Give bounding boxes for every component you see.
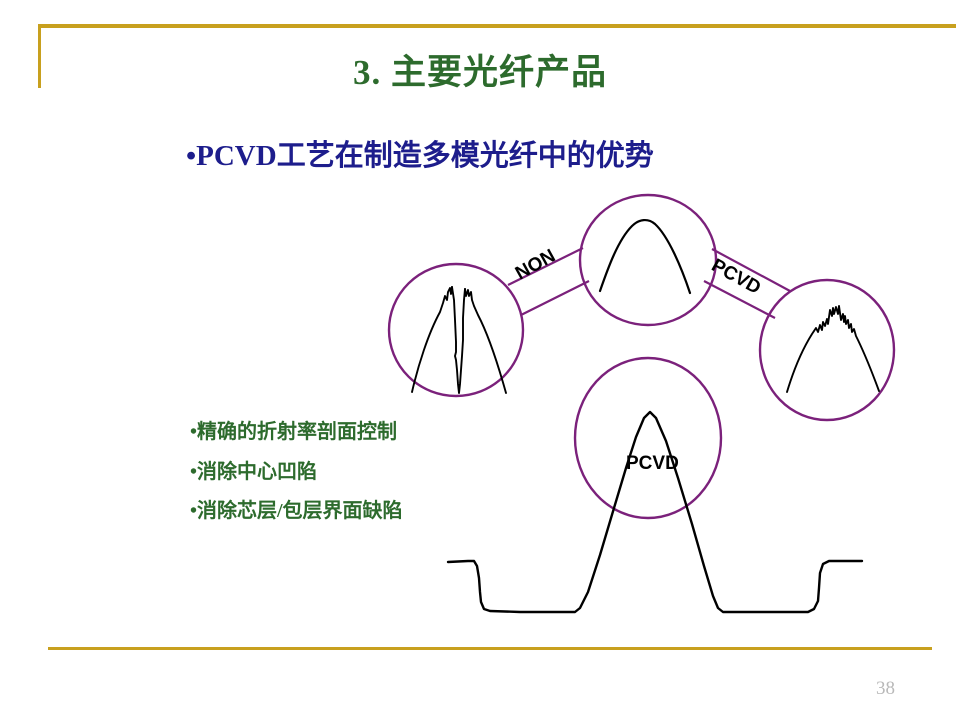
connector-right-lower [703,280,776,319]
main-index-profile-curve [446,410,864,614]
list-item: •消除中心凹陷 [190,460,318,483]
connector-left-lower [520,280,590,316]
oval-right-pcvd [758,278,896,422]
callout-ovals [387,193,896,520]
profile-center-dip-valley [451,286,466,394]
profile-center-dip-right-flank [464,288,507,394]
list-item: •精确的折射率剖面控制 [190,421,398,443]
profile-path [446,410,864,614]
profile-center-dip-left-flank [411,286,453,393]
connector-left-upper [507,247,584,286]
frame-top-rule [38,24,956,28]
profile-smooth-peak [598,219,692,295]
subtitle-text: •PCVD工艺在制造多模光纤中的优势 [186,140,654,172]
profile-jagged-peak [786,305,880,393]
page-title: 3. 主要光纤产品 [352,53,607,92]
oval-center-pcvd [573,356,723,520]
callout-connectors [507,247,791,319]
oval-top-center [578,193,718,327]
frame-bottom-rule [48,647,932,650]
right-profile-curve [786,305,880,393]
oval-left-non [387,262,525,398]
page-number: 38 [876,678,895,699]
left-profile-curve [411,286,507,394]
frame-left-rule [38,24,41,88]
list-item: •消除芯层/包层界面缺陷 [190,500,403,523]
connector-right-upper [711,248,791,292]
callout-label-pcvd-center: PCVD [626,453,679,474]
bullet-list: •精确的折射率剖面控制 •消除中心凹陷 •消除芯层/包层界面缺陷 [190,420,452,539]
top-center-profile-curve [598,219,692,295]
